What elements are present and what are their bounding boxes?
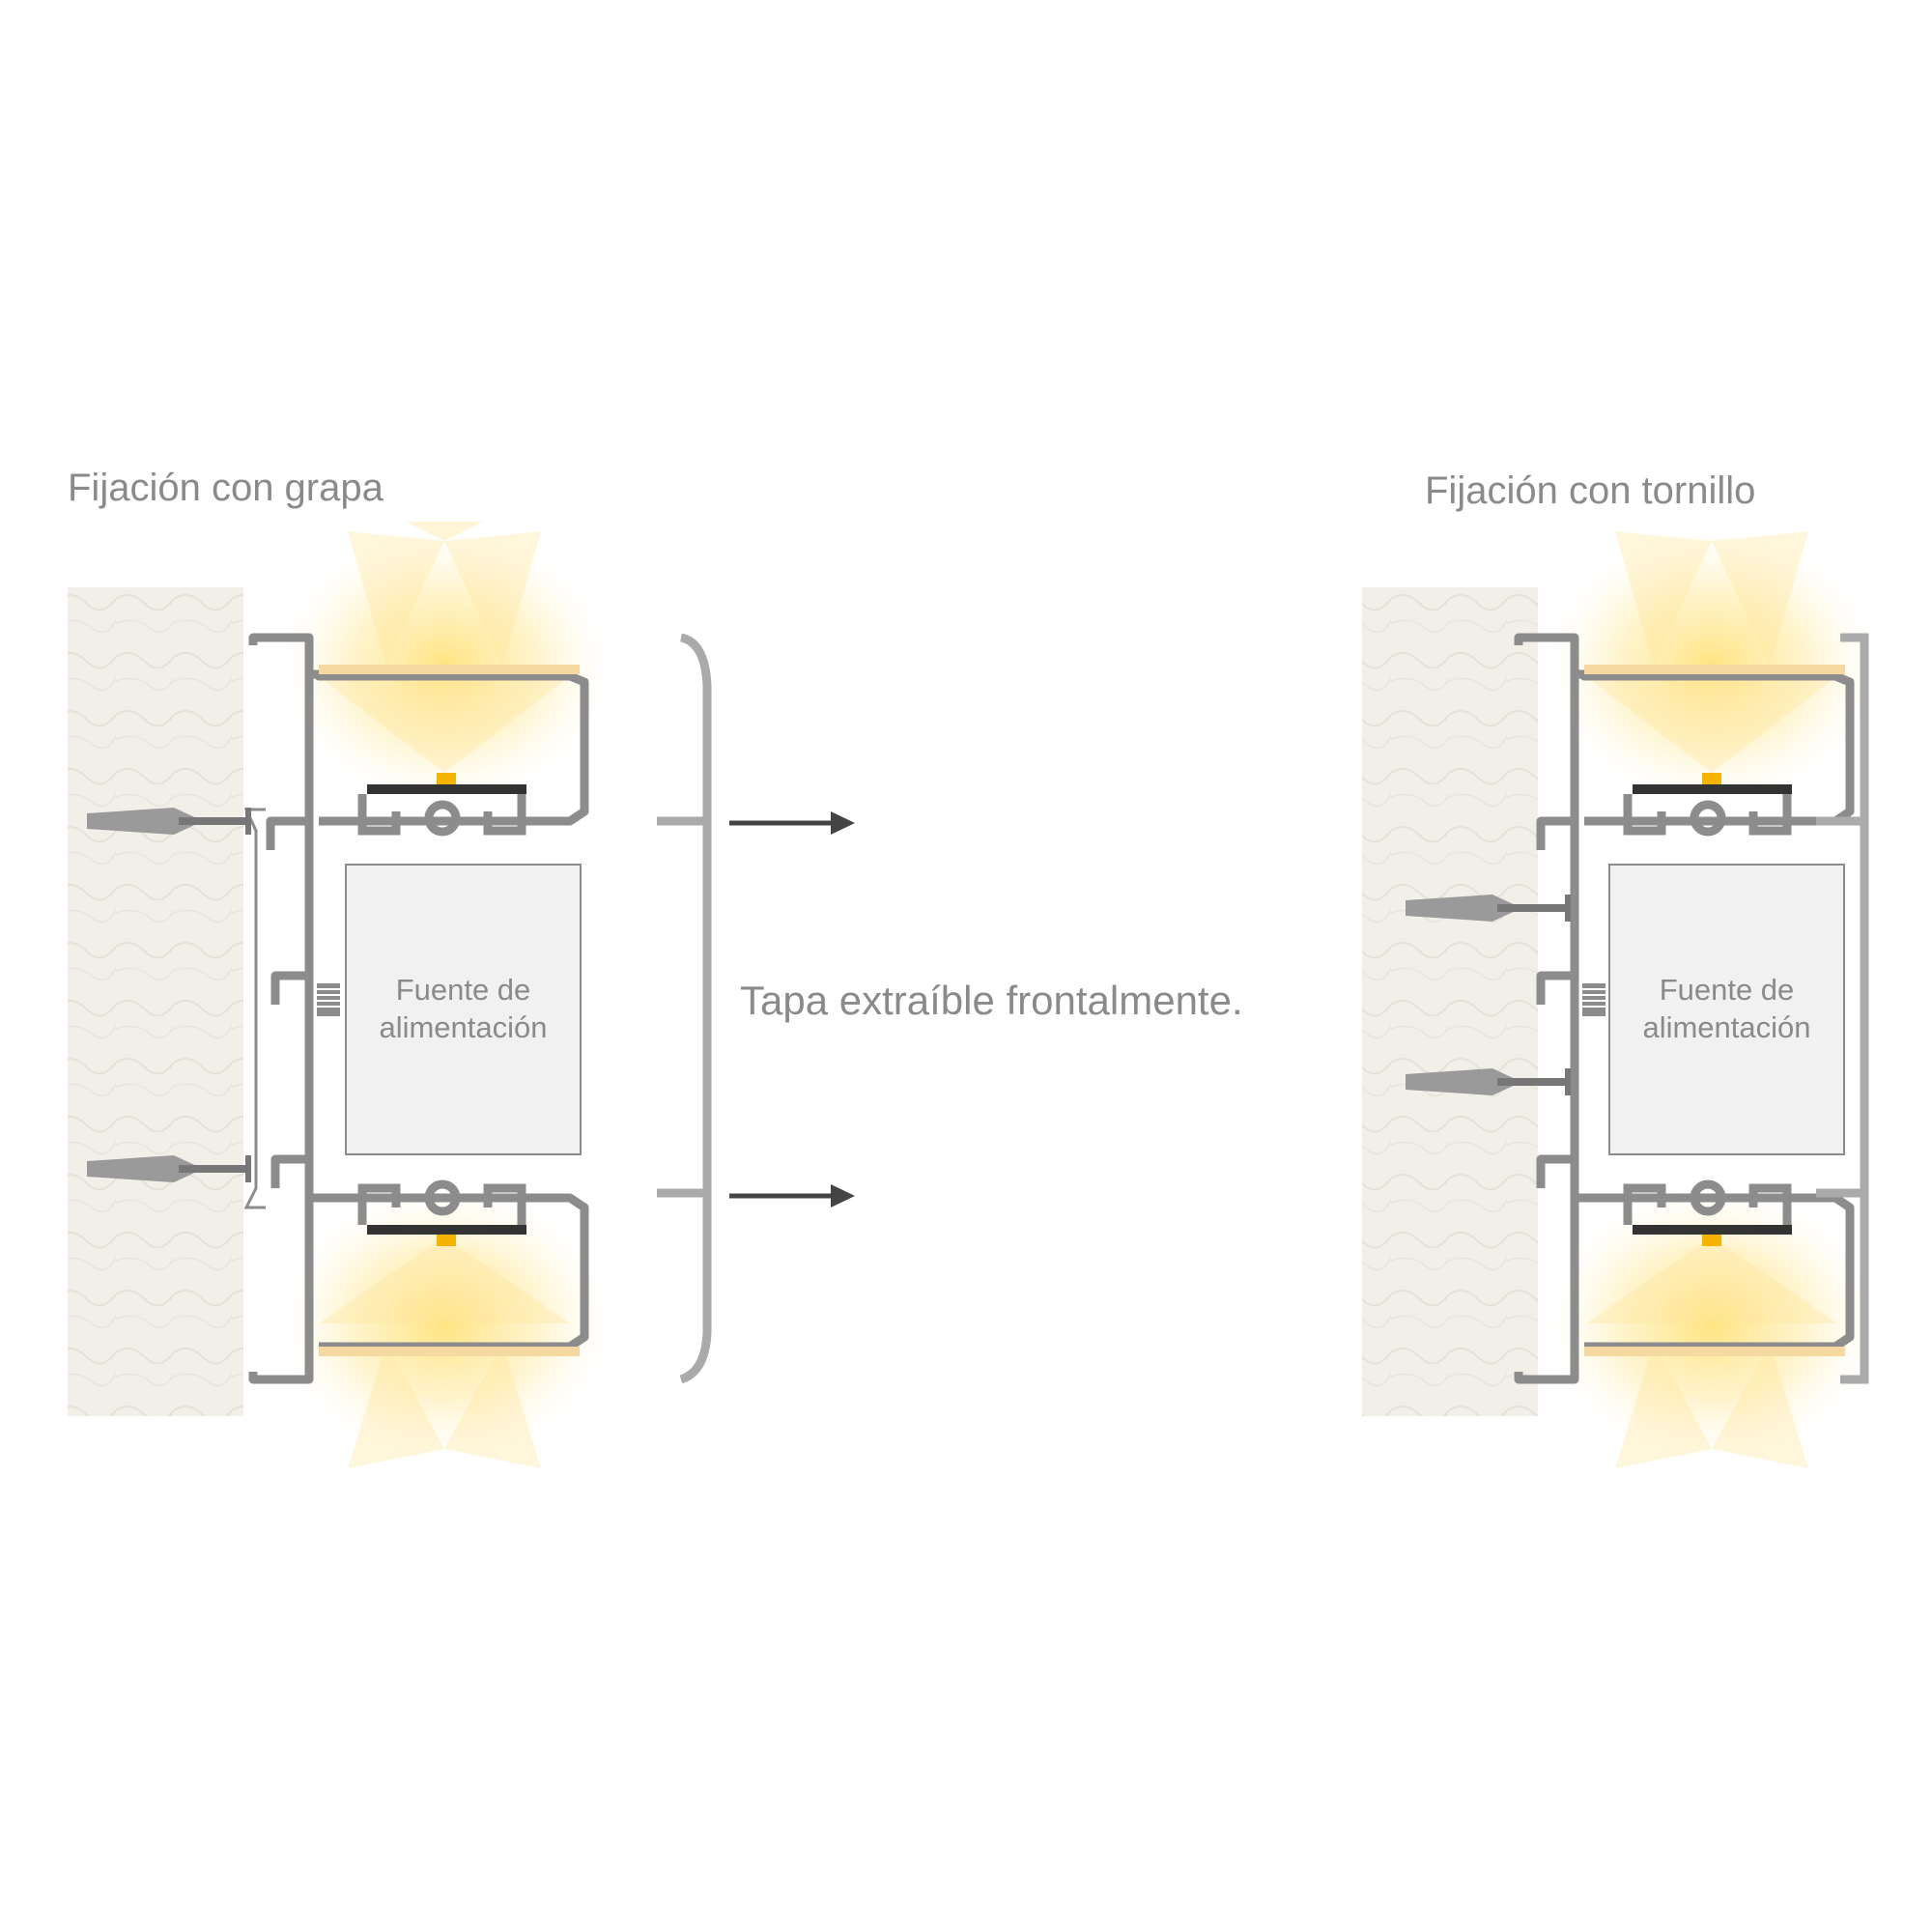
right-top-channel — [1623, 794, 1792, 837]
left-bottom-led-chip — [437, 1235, 456, 1246]
left-assembly — [68, 522, 609, 1468]
wall-plug-anchor-icon — [1406, 1068, 1571, 1095]
left-bottom-led-board — [367, 1225, 526, 1235]
title-screw-fixing: Fijación con tornillo — [1425, 469, 1756, 512]
right-fixed-cover — [1816, 633, 1869, 1384]
screw-icon — [317, 983, 340, 1016]
left-top-diffuser — [319, 665, 580, 674]
left-power-supply-label: Fuente de alimentación — [346, 971, 581, 1046]
title-clip-fixing: Fijación con grapa — [68, 467, 384, 509]
left-bottom-diffuser — [319, 1347, 580, 1356]
left-top-led-chip — [437, 773, 456, 784]
right-bottom-diffuser — [1584, 1347, 1845, 1356]
wall-plug-anchor-icon — [87, 1155, 251, 1182]
arrow-right-icon — [729, 1184, 855, 1208]
left-bottom-channel — [357, 1179, 526, 1225]
right-bottom-led-chip — [1702, 1235, 1721, 1246]
psu-label-line1: Fuente de — [1659, 973, 1795, 1007]
right-top-diffuser — [1584, 665, 1845, 674]
left-bottom-light — [280, 1188, 609, 1468]
right-top-led-board — [1633, 784, 1792, 794]
left-top-led-board — [367, 784, 526, 794]
left-wall — [68, 587, 243, 1416]
right-top-led-chip — [1702, 773, 1721, 784]
left-power-supply-box — [345, 864, 582, 1155]
wall-plug-anchor-icon — [1406, 895, 1571, 922]
right-top-light — [1548, 531, 1876, 802]
right-power-supply-label: Fuente de alimentación — [1609, 971, 1844, 1046]
right-wall — [1362, 587, 1538, 1416]
psu-label-line2: alimentación — [379, 1010, 548, 1044]
left-top-light — [280, 522, 609, 802]
cover-caption: Tapa extraíble frontalmente. — [740, 978, 1243, 1023]
left-top-channel — [357, 794, 526, 837]
removable-front-cover — [657, 633, 712, 1384]
right-bottom-led-board — [1633, 1225, 1792, 1235]
right-assembly — [1362, 531, 1876, 1468]
arrow-right-icon — [729, 811, 855, 835]
wall-plug-anchor-icon — [87, 808, 251, 835]
right-bottom-light — [1548, 1188, 1876, 1468]
screw-icon — [1582, 983, 1605, 1016]
right-bottom-channel — [1623, 1179, 1792, 1225]
left-clip — [243, 808, 266, 1209]
psu-label-line1: Fuente de — [395, 973, 531, 1007]
right-power-supply-box — [1608, 864, 1845, 1155]
psu-label-line2: alimentación — [1642, 1010, 1811, 1044]
